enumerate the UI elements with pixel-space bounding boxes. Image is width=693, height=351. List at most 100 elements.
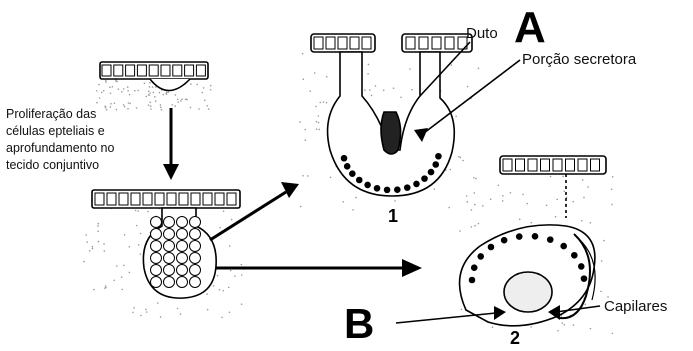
stipple-dot <box>112 86 114 88</box>
stipple-dot <box>178 101 180 103</box>
stipple-dot <box>175 94 177 96</box>
bud-cell <box>151 265 162 276</box>
bud-cell <box>164 253 175 264</box>
stipple-dot <box>198 108 200 110</box>
stipple-dot <box>482 205 484 207</box>
epithelial-cell <box>196 65 205 76</box>
stipple-dot <box>96 90 98 92</box>
stipple-dot <box>323 101 325 103</box>
stipple-dot <box>600 291 602 293</box>
stipple-dot <box>138 244 140 246</box>
bud-cell <box>164 241 175 252</box>
stipple-dot <box>171 104 173 106</box>
stipple-dot <box>97 223 99 225</box>
stipple-dot <box>140 233 142 235</box>
stipple-dot <box>124 106 126 108</box>
bud-cell <box>190 265 201 276</box>
label-a: A <box>514 3 546 52</box>
stipple-dot <box>105 107 107 109</box>
stipple-dot <box>510 192 512 194</box>
stipple-dot <box>566 197 568 199</box>
cell-nucleus <box>502 238 507 243</box>
stipple-dot <box>149 92 151 94</box>
stipple-dot <box>562 176 564 178</box>
stipple-dot <box>217 275 219 277</box>
stipple-dot <box>526 203 528 205</box>
stipple-dot <box>181 98 183 100</box>
stipple-dot <box>474 225 476 227</box>
bud-cell <box>177 217 188 228</box>
bud-cell <box>190 229 201 240</box>
stipple-dot <box>550 176 552 178</box>
cell-nucleus <box>375 186 380 191</box>
stipple-dot <box>185 98 187 100</box>
stipple-dot <box>127 86 129 88</box>
stipple-dot <box>219 227 221 229</box>
bud-cell <box>177 229 188 240</box>
stipple-dot <box>207 309 209 311</box>
cell-nucleus <box>385 187 390 192</box>
stipple-dot <box>118 88 120 90</box>
stipple-dot <box>367 73 369 75</box>
stipple-dot <box>555 216 557 218</box>
stipple-dot <box>473 192 475 194</box>
stipple-dot <box>150 105 152 107</box>
epithelial-cell <box>167 193 176 205</box>
epithelial-cell <box>95 193 104 205</box>
cell-nucleus <box>561 244 566 249</box>
stipple-dot <box>85 234 87 236</box>
stipple-dot <box>448 207 450 209</box>
epithelial-cell <box>179 193 188 205</box>
stipple-dot <box>302 78 304 80</box>
stipple-dot <box>103 90 105 92</box>
cell-nucleus <box>365 182 370 187</box>
stipple-dot <box>467 86 469 88</box>
stipple-dot <box>309 90 311 92</box>
bud-cell <box>190 277 201 288</box>
epithelial-cell <box>541 159 550 171</box>
bud-cell <box>164 277 175 288</box>
epithelial-cell <box>173 65 182 76</box>
stipple-dot <box>155 100 157 102</box>
bud-cell <box>164 229 175 240</box>
stipple-dot <box>474 204 476 206</box>
stipple-dot <box>89 250 91 252</box>
stipple-dot <box>522 194 524 196</box>
stipple-dot <box>316 121 318 123</box>
label-proliferacao-line-3: aprofundamento no <box>6 141 114 155</box>
bud-cell <box>151 253 162 264</box>
stipple-dot <box>160 106 162 108</box>
stipple-dot <box>223 210 225 212</box>
cell-nucleus <box>433 162 438 167</box>
cell-nucleus <box>488 244 493 249</box>
epithelial-cell <box>131 193 140 205</box>
stipple-dot <box>475 178 477 180</box>
epithelial-cell <box>419 37 428 49</box>
stipple-dot <box>140 315 142 317</box>
stipple-dot <box>136 225 138 227</box>
stipple-dot <box>455 115 457 117</box>
cell-nucleus <box>405 185 410 190</box>
stipple-dot <box>471 209 473 211</box>
epithelial-cell <box>314 37 323 49</box>
stipple-dot <box>105 287 107 289</box>
stipple-dot <box>213 285 215 287</box>
stipple-dot <box>128 102 130 104</box>
stipple-dot <box>161 109 163 111</box>
stipple-dot <box>104 250 106 252</box>
stipple-dot <box>572 201 574 203</box>
stipple-dot <box>116 109 118 111</box>
stipple-dot <box>364 89 366 91</box>
stipple-dot <box>136 107 138 109</box>
epithelial-cell <box>338 37 347 49</box>
arrow-to-endocrine <box>216 259 422 277</box>
stipple-dot <box>134 90 136 92</box>
stipple-dot <box>471 226 473 228</box>
stipple-dot <box>168 91 170 93</box>
epithelial-cell <box>215 193 224 205</box>
bud-cell <box>190 253 201 264</box>
stipple-dot <box>146 96 148 98</box>
stipple-dot <box>93 289 95 291</box>
cell-nucleus <box>472 265 477 270</box>
